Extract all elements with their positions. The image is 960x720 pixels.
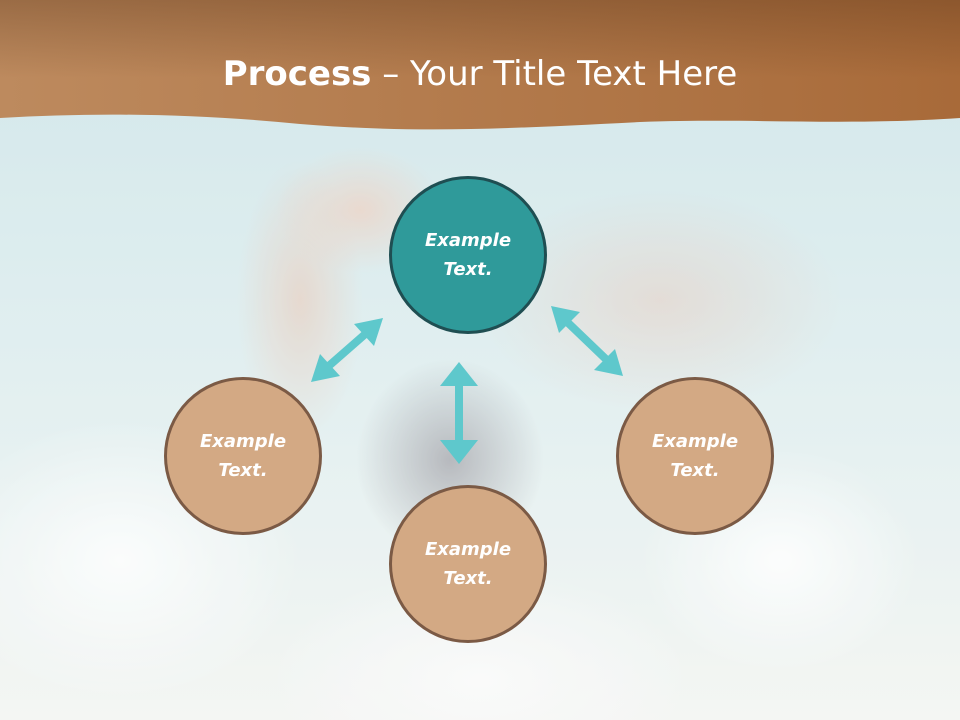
double-arrow-center-right: [551, 306, 623, 376]
node-right-label: Example Text.: [651, 431, 739, 481]
double-arrow-center-bottom: [440, 362, 478, 464]
title-rest-part: – Your Title Text Here: [371, 54, 738, 94]
node-center-label: Example Text.: [424, 230, 512, 280]
process-node-center[interactable]: Example Text.: [389, 176, 547, 334]
header-band: [0, 0, 960, 130]
title-bold-part: Process: [222, 54, 372, 94]
node-bottom-label: Example Text.: [424, 539, 512, 589]
process-node-right[interactable]: Example Text.: [616, 377, 774, 535]
double-arrow-center-left: [311, 318, 383, 382]
process-node-bottom[interactable]: Example Text.: [389, 485, 547, 643]
page-title: Process – Your Title Text Here: [0, 52, 960, 96]
process-node-left[interactable]: Example Text.: [164, 377, 322, 535]
node-left-label: Example Text.: [199, 431, 287, 481]
